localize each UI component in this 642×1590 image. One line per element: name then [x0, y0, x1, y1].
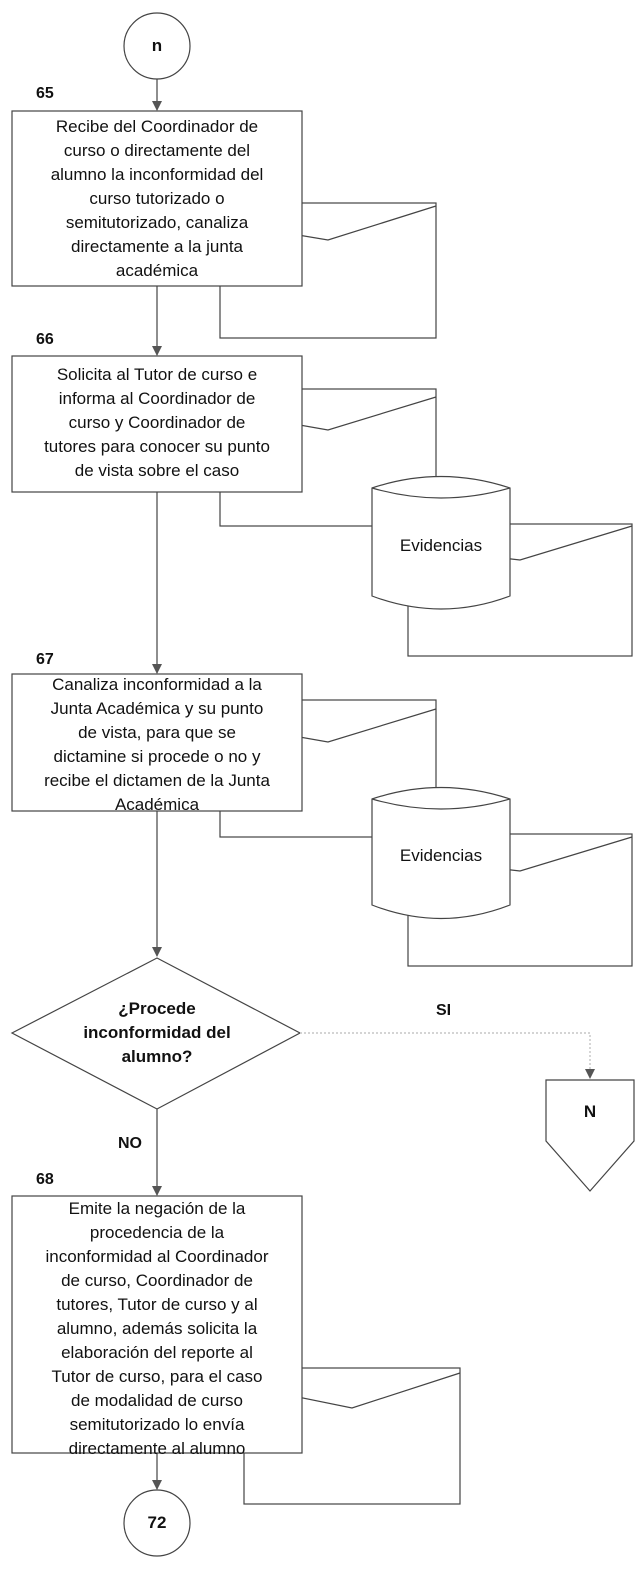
step-65-number: 65	[36, 85, 54, 102]
step-66-number: 66	[36, 331, 54, 348]
decision-question: ¿Procede inconformidad del alumno?	[83, 999, 231, 1066]
step-65-box	[11, 110, 303, 287]
offpage-connector-shape	[545, 1079, 635, 1192]
step-68-number: 68	[36, 1171, 54, 1188]
arrow-decision-yes	[300, 1032, 595, 1079]
offpage-connector-label: N	[583, 1102, 597, 1121]
step-67-number: 67	[36, 651, 54, 668]
evidence-2-cylinder	[371, 786, 511, 920]
step-68-text: Emite la negación de la procedencia de l…	[45, 1199, 269, 1458]
evidence-2-label: Evidencias	[399, 846, 483, 865]
decision-no-label: NO	[118, 1135, 142, 1152]
start-connector-label: n	[151, 36, 163, 55]
step-65-text: Recibe del Coordinador de curso o direct…	[50, 117, 264, 280]
evidence-1-label: Evidencias	[399, 536, 483, 555]
end-connector-label: 72	[147, 1513, 167, 1532]
step-67-box	[11, 673, 303, 812]
end-connector-shape	[123, 1489, 191, 1557]
evidence-1-cylinder-rim	[371, 487, 511, 499]
step-68-box	[11, 1195, 303, 1454]
step-66-box	[11, 355, 303, 493]
evidence-1-cylinder	[371, 475, 511, 610]
step-67-text: Canaliza inconformidad a la Junta Académ…	[44, 675, 270, 814]
evidence-2-cylinder-rim	[371, 798, 511, 810]
step-66-text: Solicita al Tutor de curso e informa al …	[44, 365, 270, 480]
decision-yes-label: SI	[436, 1002, 452, 1019]
